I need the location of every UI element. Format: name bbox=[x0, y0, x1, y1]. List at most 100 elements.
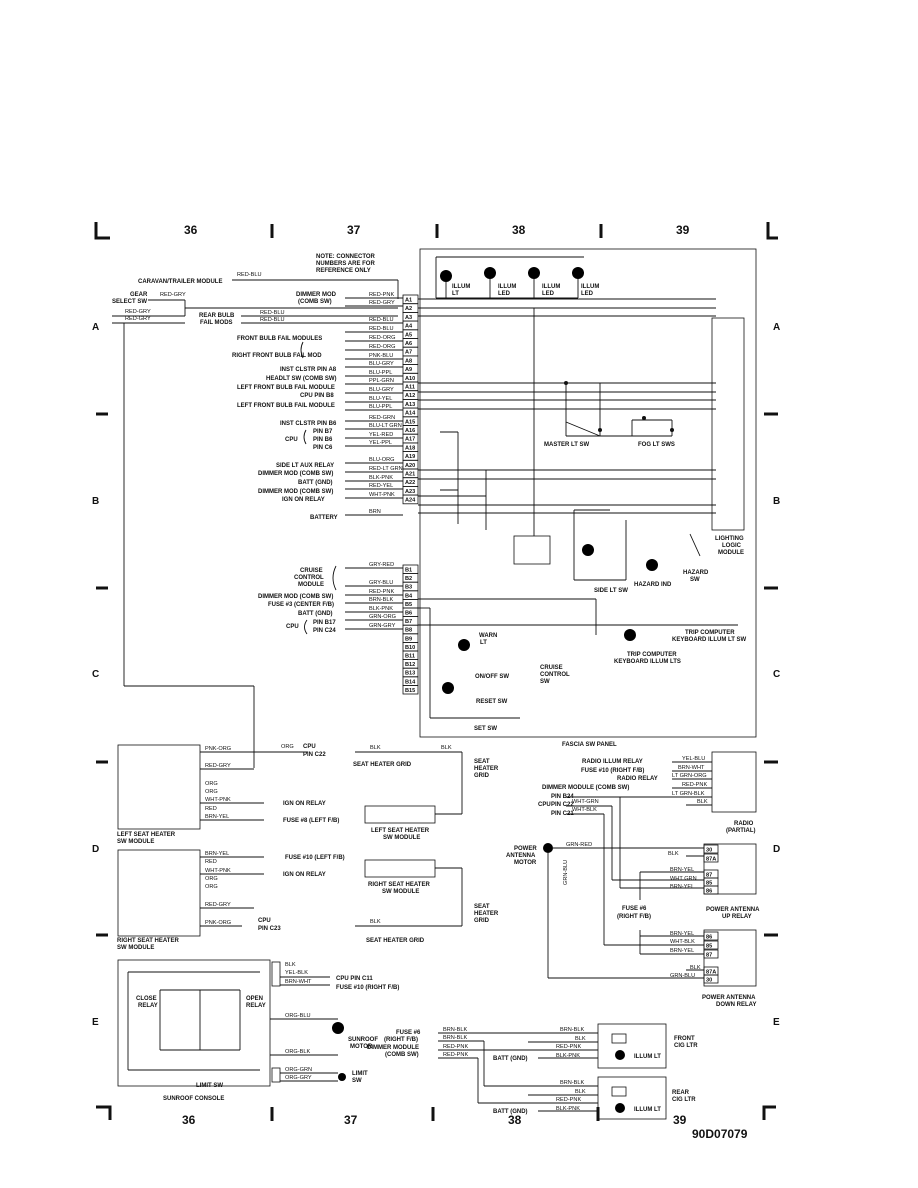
row-label: C bbox=[773, 669, 780, 680]
right-front-bulb-label: RIGHT FRONT BULB FAIL MOD bbox=[232, 353, 322, 359]
cpu-pin-b8-label: CPU PIN B8 bbox=[300, 393, 334, 399]
svg-text:BLK: BLK bbox=[285, 962, 296, 968]
connector-b-wire-labels: GRY-REDGRY-BLURED-PNKBRN-BLKBLK-PNKGRN-O… bbox=[345, 562, 403, 630]
svg-text:SET SW: SET SW bbox=[474, 726, 497, 732]
svg-text:SEAT: SEAT bbox=[474, 904, 490, 910]
row-label: C bbox=[92, 669, 99, 680]
svg-text:PIN C22: PIN C22 bbox=[303, 752, 326, 758]
row-label: D bbox=[773, 844, 780, 855]
pin-label: B8 bbox=[405, 628, 412, 634]
org-wire-label: ORG bbox=[281, 744, 294, 750]
svg-text:RADIO: RADIO bbox=[734, 821, 754, 827]
pin-label: A14 bbox=[405, 411, 416, 417]
svg-text:ON/OFF SW: ON/OFF SW bbox=[475, 674, 509, 680]
inst-clstr-b6-label: INST CLSTR PIN B6 bbox=[280, 421, 337, 427]
illum-lt-lamp bbox=[440, 270, 452, 282]
relay-pin-box bbox=[703, 844, 719, 854]
pin-label: A12 bbox=[405, 393, 415, 399]
relay-pin-label: 85 bbox=[706, 881, 712, 887]
svg-text:PNK-ORG: PNK-ORG bbox=[205, 746, 231, 752]
svg-text:IGN ON RELAY: IGN ON RELAY bbox=[283, 872, 326, 878]
relay-pin-box bbox=[703, 974, 719, 984]
svg-text:GRID: GRID bbox=[474, 918, 490, 924]
gear-label: GEAR bbox=[130, 292, 148, 298]
svg-text:ILLUM LT: ILLUM LT bbox=[634, 1107, 661, 1113]
row-label: E bbox=[773, 1017, 780, 1028]
wire-label: WHT-PNK bbox=[369, 492, 395, 498]
svg-text:YEL-BLU: YEL-BLU bbox=[682, 756, 705, 762]
relay-pin-label: 30 bbox=[706, 978, 712, 984]
svg-text:RED: RED bbox=[205, 859, 217, 865]
seat-heater-section: LEFT SEAT HEATER SW MODULE RIGHT SEAT HE… bbox=[117, 744, 499, 951]
row-label: A bbox=[92, 322, 99, 333]
wire-label: GRY-RED bbox=[369, 562, 394, 568]
pin-label: B10 bbox=[405, 645, 415, 651]
dimmer-label: DIMMER MOD (COMB SW) bbox=[258, 489, 333, 495]
svg-text:SW MODULE: SW MODULE bbox=[382, 889, 419, 895]
inst-clstr-label: INST CLSTR PIN A8 bbox=[280, 367, 337, 373]
svg-text:MOTOR: MOTOR bbox=[514, 860, 537, 866]
side-lt-label: SIDE LT AUX RELAY bbox=[276, 463, 334, 469]
svg-text:HAZARD IND: HAZARD IND bbox=[634, 582, 672, 588]
fascia-panel-label: FASCIA SW PANEL bbox=[562, 742, 617, 748]
svg-text:SIDE LT SW: SIDE LT SW bbox=[594, 588, 628, 594]
wire-label: RED-GRN bbox=[369, 415, 395, 421]
svg-text:BATT (GND): BATT (GND) bbox=[493, 1109, 528, 1115]
svg-text:SW MODULE: SW MODULE bbox=[383, 835, 420, 841]
pin-b6-label: PIN B6 bbox=[313, 437, 333, 443]
wire-label: RED-PNK bbox=[369, 292, 394, 298]
svg-text:FUSE #10 (LEFT F/B): FUSE #10 (LEFT F/B) bbox=[285, 855, 345, 861]
svg-text:RADIO RELAY: RADIO RELAY bbox=[617, 776, 658, 782]
left-module-label: LEFT SEAT HEATER bbox=[117, 832, 176, 838]
svg-text:LT: LT bbox=[480, 640, 487, 646]
svg-text:RED-GRY: RED-GRY bbox=[205, 763, 231, 769]
batt-gnd-label: BATT (GND) bbox=[298, 480, 333, 486]
wire-label: RED-BLU bbox=[237, 272, 262, 278]
svg-text:FUSE #6: FUSE #6 bbox=[622, 906, 647, 912]
svg-text:BLK: BLK bbox=[575, 1089, 586, 1095]
wire-label: RED-ORG bbox=[369, 335, 395, 341]
svg-text:POWER ANTENNA: POWER ANTENNA bbox=[706, 907, 760, 913]
svg-text:CPU PIN C11: CPU PIN C11 bbox=[336, 976, 373, 982]
left-seat-heater-module bbox=[117, 744, 201, 830]
svg-text:ILLUM: ILLUM bbox=[581, 284, 599, 290]
svg-text:RED-GRY: RED-GRY bbox=[205, 902, 231, 908]
pin-label: A22 bbox=[405, 480, 415, 486]
fuse3-label: FUSE #3 (CENTER F/B) bbox=[268, 602, 334, 608]
svg-text:BRN-BLK: BRN-BLK bbox=[560, 1027, 585, 1033]
svg-text:RED: RED bbox=[205, 806, 217, 812]
sunroof-section: BLK YEL-BLK BRN-WHT ORG-BLU ORG-BLK ORG-… bbox=[117, 959, 399, 1102]
row-label: A bbox=[773, 322, 780, 333]
svg-text:GRN-BLU: GRN-BLU bbox=[670, 973, 695, 979]
svg-text:RED-PNK: RED-PNK bbox=[556, 1044, 581, 1050]
svg-text:BRN-YEL: BRN-YEL bbox=[670, 931, 694, 937]
svg-text:BRN-YEL: BRN-YEL bbox=[205, 851, 229, 857]
svg-text:CIG LTR: CIG LTR bbox=[672, 1097, 696, 1103]
sunroof-motor bbox=[332, 1022, 344, 1034]
right-seat-heater-module bbox=[117, 849, 201, 937]
wire-label: GRN-GRY bbox=[369, 623, 396, 629]
svg-text:ORG-GRY: ORG-GRY bbox=[285, 1075, 312, 1081]
left-front-bulb-label: LEFT FRONT BULB FAIL MODULE bbox=[237, 403, 335, 409]
grid-column-labels-bottom: 36 37 38 39 bbox=[182, 1113, 687, 1127]
connector-a-wire-labels: RED-PNKRED-GRYRED-BLURED-BLURED-ORGRED-O… bbox=[345, 292, 403, 516]
svg-text:FUSE #10 (RIGHT F/B): FUSE #10 (RIGHT F/B) bbox=[581, 768, 644, 774]
pin-box bbox=[402, 685, 419, 695]
pin-label: A2 bbox=[405, 306, 412, 312]
wire-label: BLU-GRY bbox=[369, 387, 394, 393]
wire-label: BLU-PPL bbox=[369, 370, 392, 376]
fascia-lamps: ILLUM LT ILLUM LED ILLUM LED ILLUM LED bbox=[435, 256, 599, 299]
pin-label: A11 bbox=[405, 385, 415, 391]
svg-text:ANTENNA: ANTENNA bbox=[506, 853, 536, 859]
relay-pin-label: 87 bbox=[706, 953, 712, 959]
pin-label: A8 bbox=[405, 358, 412, 364]
pin-label: B6 bbox=[405, 611, 412, 617]
col-label: 37 bbox=[344, 1113, 358, 1127]
svg-text:SUNROOF: SUNROOF bbox=[348, 1037, 378, 1043]
pin-label: B15 bbox=[405, 688, 415, 694]
svg-text:ORG-BLU: ORG-BLU bbox=[285, 1013, 311, 1019]
dimmer-mod-label: (COMB SW) bbox=[298, 299, 332, 305]
svg-text:FRONT: FRONT bbox=[674, 1036, 695, 1042]
